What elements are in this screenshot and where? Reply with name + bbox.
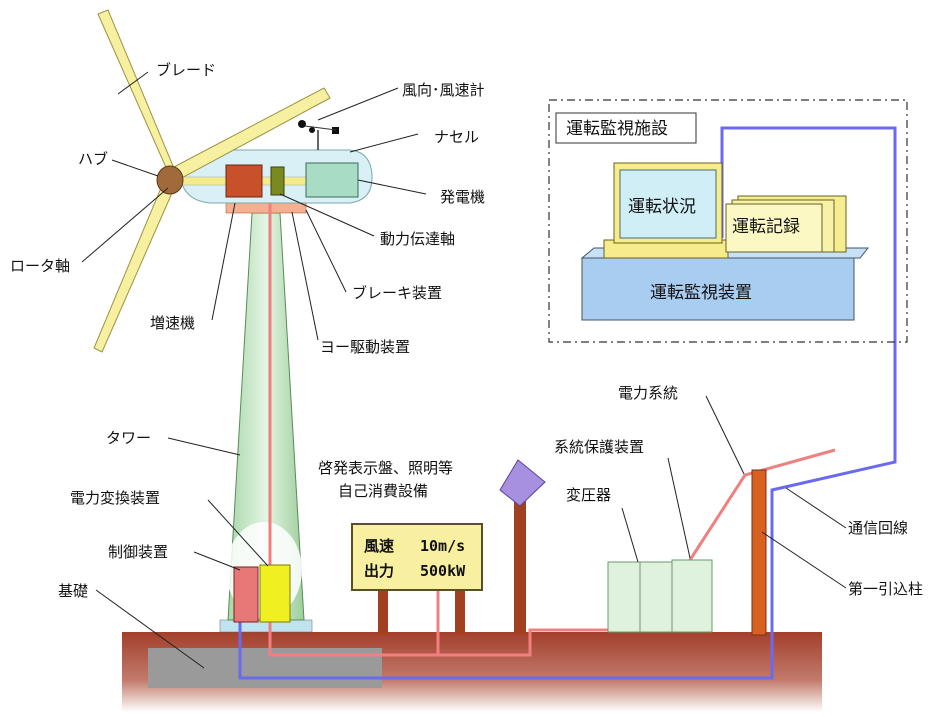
label-transformer: 変圧器 (566, 486, 611, 504)
label-rotor-shaft: ロータ軸 (10, 257, 70, 275)
records-stack-front (725, 203, 823, 253)
label-signboard-line1: 啓発表示盤、照明等 (318, 459, 453, 477)
wind-vane (332, 127, 339, 134)
lamp-post (514, 478, 526, 634)
power-converter-box (259, 564, 291, 623)
hub (156, 165, 184, 195)
signboard-row2-label: 出力 (364, 562, 394, 580)
signboard-post-left (378, 588, 388, 634)
label-drive-shaft: 動力伝達軸 (380, 230, 455, 248)
facility-title-box (555, 112, 697, 144)
label-generator: 発電機 (440, 188, 485, 206)
gearbox-box (225, 164, 263, 198)
label-power-converter: 電力変換装置 (70, 489, 160, 507)
monitoring-facility-frame (548, 99, 908, 343)
yaw-ring (225, 202, 307, 214)
transformer-unit-3 (671, 559, 713, 633)
label-grid-protection: 系統保護装置 (554, 438, 644, 456)
generator-box (305, 162, 359, 198)
monitor-device-base (581, 257, 855, 321)
label-signboard-line2: 自己消費設備 (338, 482, 428, 500)
label-anemometer: 風向･風速計 (402, 81, 485, 99)
anemometer-cup (298, 120, 306, 128)
signboard-row1-value: 10m/s (420, 537, 465, 555)
blade-upper (97, 9, 180, 180)
label-foundation: 基礎 (58, 582, 88, 600)
label-power-grid: 電力系統 (618, 384, 678, 402)
leader-lines (81, 71, 847, 669)
signboard-row2-value: 500kW (420, 562, 466, 580)
label-tower: タワー (106, 429, 151, 447)
label-controller: 制御装置 (108, 543, 168, 561)
label-blade: ブレード (156, 61, 216, 79)
monitor-screen (619, 169, 717, 239)
monitor-status-text: 運転状況 (628, 197, 696, 217)
label-comm-line: 通信回線 (848, 519, 908, 537)
label-brake: ブレーキ装置 (352, 284, 442, 302)
label-nacelle: ナセル (434, 128, 479, 146)
label-gearbox: 増速機 (150, 314, 195, 332)
first-pole (751, 469, 767, 636)
signboard-post-right (455, 588, 465, 634)
controller-box (233, 566, 259, 623)
label-first-pole: 第一引込柱 (848, 580, 923, 598)
signboard (351, 523, 483, 591)
brake-box (270, 166, 285, 196)
records-text: 運転記録 (732, 217, 800, 237)
label-hub: ハブ (78, 150, 108, 168)
signboard-row1-label: 風速 (364, 537, 394, 555)
label-yaw-drive: ヨー駆動装置 (320, 338, 410, 356)
facility-title: 運転監視施設 (566, 119, 668, 139)
lamp-head (499, 459, 546, 507)
monitor-device-text: 運転監視装置 (650, 283, 752, 303)
comm-line (238, 126, 897, 680)
